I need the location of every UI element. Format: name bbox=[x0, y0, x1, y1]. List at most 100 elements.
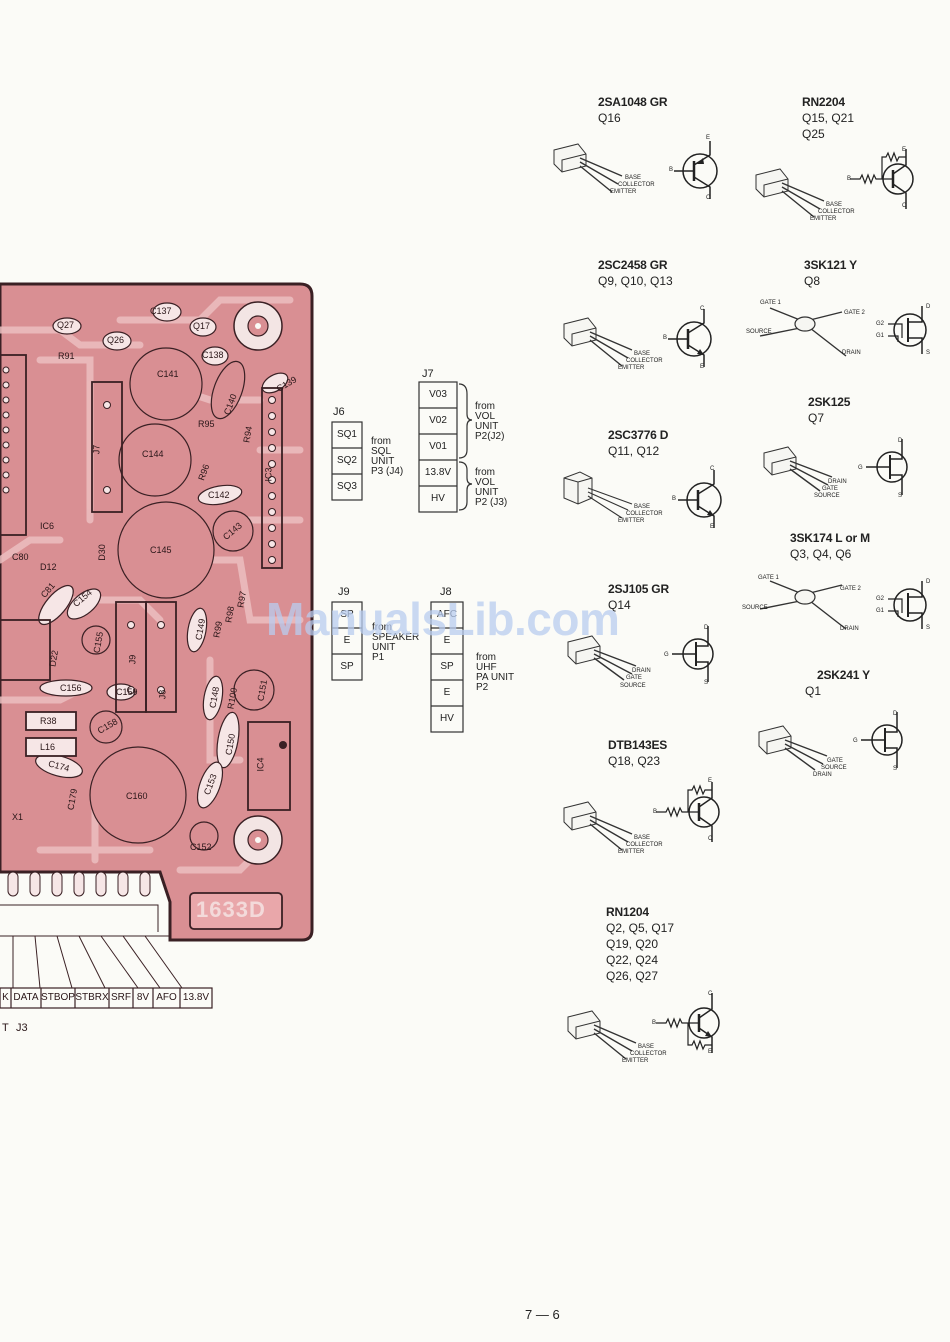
board-label: 1633D bbox=[196, 897, 266, 922]
pin-emitter: EMITTER bbox=[618, 849, 645, 855]
to92-package-icon bbox=[553, 143, 623, 193]
sym-s: S bbox=[926, 625, 931, 631]
j7-name: J7 bbox=[422, 368, 434, 380]
j7-note-line: from bbox=[475, 467, 495, 478]
part-name: 2SC3776 D bbox=[608, 428, 669, 442]
j7-note-line: VOL bbox=[475, 477, 496, 488]
part-refs: Q8 bbox=[804, 273, 820, 289]
jack-diagrams bbox=[331, 381, 473, 733]
j6-note-line: from bbox=[371, 436, 391, 447]
pin-base: BASE bbox=[638, 1044, 655, 1050]
pcb-labels: Q27 Q26 C137 Q17 R91 C138 C141 C140 C139… bbox=[0, 0, 320, 1035]
to92-package-icon bbox=[563, 471, 633, 519]
part-refs: Q16 bbox=[598, 110, 621, 126]
digital-pnp-symbol-icon bbox=[850, 149, 914, 209]
part-name: 3SK174 L or M bbox=[790, 531, 870, 545]
sym-b: B bbox=[847, 176, 852, 182]
j8-note-line: UHF bbox=[476, 662, 497, 673]
label-l16: L16 bbox=[40, 742, 56, 752]
part-name: 2SK241 Y bbox=[817, 668, 870, 682]
ref-line: Q1 bbox=[805, 684, 822, 698]
j8-pin-2: E bbox=[443, 635, 451, 646]
part-name: 2SA1048 GR bbox=[598, 95, 668, 109]
pin-source: SOURCE bbox=[742, 605, 768, 611]
j8-name: J8 bbox=[440, 586, 452, 598]
digital-npn-symbol-icon bbox=[656, 993, 720, 1053]
pin-emitter: EMITTER bbox=[618, 518, 645, 524]
j9-note: from SPEAKER UNIT P1 bbox=[372, 623, 419, 663]
j6-name: J6 bbox=[333, 406, 345, 418]
sym-e: E bbox=[708, 1049, 713, 1055]
j7-note-top: from VOL UNIT P2(J2) bbox=[475, 402, 504, 442]
part-refs: Q18, Q23 bbox=[608, 753, 660, 769]
ref-line: Q16 bbox=[598, 111, 621, 125]
part-refs: Q3, Q4, Q6 bbox=[790, 546, 851, 562]
j6-pin-3: SQ3 bbox=[336, 481, 357, 492]
pin-gate: GATE bbox=[626, 675, 642, 681]
label-c80: C80 bbox=[12, 552, 29, 562]
j8-pin-3: SP bbox=[440, 661, 454, 672]
sym-b: B bbox=[653, 809, 658, 815]
ref-line: Q9, Q10, Q13 bbox=[598, 274, 673, 288]
jfet-symbol-icon bbox=[861, 712, 903, 768]
j9-note-line: SPEAKER bbox=[372, 632, 420, 643]
sym-g1: G1 bbox=[876, 333, 885, 339]
pin-emitter: EMITTER bbox=[810, 216, 837, 222]
sym-c: C bbox=[902, 203, 907, 209]
label-c141: C141 bbox=[157, 369, 179, 379]
pin-base: BASE bbox=[634, 835, 651, 841]
part-refs: Q2, Q5, Q17 Q19, Q20 Q22, Q24 Q26, Q27 bbox=[606, 920, 674, 984]
pin-base: BASE bbox=[634, 351, 651, 357]
sym-d: D bbox=[926, 304, 931, 310]
pinout-2sc2458: 2SC2458 GR Q9, Q10, Q13 BASE COLLECTOR E… bbox=[560, 258, 750, 378]
pinout-rn2204: RN2204 Q15, Q21 Q25 BASE COLLECTOR EMITT… bbox=[752, 95, 942, 225]
sym-e: E bbox=[710, 524, 715, 530]
sym-s: S bbox=[704, 680, 709, 686]
part-name: DTB143ES bbox=[608, 738, 668, 752]
label-q17: Q17 bbox=[193, 321, 211, 331]
label-c137: C137 bbox=[150, 306, 172, 316]
j6-pin-2: SQ2 bbox=[336, 455, 357, 466]
sym-d: D bbox=[893, 711, 898, 717]
j7-note-line: UNIT bbox=[475, 421, 499, 432]
j8-pin-5: HV bbox=[440, 713, 454, 724]
pin-gate: GATE bbox=[827, 758, 843, 764]
sym-d: D bbox=[704, 625, 709, 631]
sym-c: C bbox=[700, 306, 705, 312]
ref-line: Q11, Q12 bbox=[608, 444, 660, 458]
pinout-2sk241: 2SK241 Y Q1 DRAIN GATE SOURCE G D S bbox=[755, 668, 940, 778]
part-refs: Q14 bbox=[608, 597, 631, 613]
to92-package-icon bbox=[567, 635, 637, 681]
j7-note-bottom: from VOL UNIT P2 (J3) bbox=[475, 468, 507, 508]
pin-collector: COLLECTOR bbox=[626, 842, 663, 848]
pin-emitter: EMITTER bbox=[618, 365, 645, 371]
pin-gate2: GATE 2 bbox=[844, 310, 865, 316]
pin-13-8v: 13.8V bbox=[182, 992, 210, 1003]
sym-s: S bbox=[926, 350, 931, 356]
j9-note-line: UNIT bbox=[372, 642, 396, 653]
j7-pin-3: V01 bbox=[429, 441, 447, 452]
pin-drain: DRAIN bbox=[828, 479, 847, 485]
connector-name-prefix: T bbox=[2, 1022, 9, 1034]
to92-package-icon bbox=[567, 1010, 637, 1060]
label-r91: R91 bbox=[58, 351, 75, 361]
label-c145: C145 bbox=[150, 545, 172, 555]
pin-source: SOURCE bbox=[746, 329, 772, 335]
sym-c: C bbox=[708, 991, 713, 997]
pin-drain: DRAIN bbox=[840, 626, 859, 632]
j7-note-line: from bbox=[475, 401, 495, 412]
part-name: 3SK121 Y bbox=[804, 258, 857, 272]
pin-source: SOURCE bbox=[814, 493, 840, 499]
sym-b: B bbox=[652, 1020, 657, 1026]
pin-drain: DRAIN bbox=[842, 350, 861, 356]
j9-note-line: P1 bbox=[372, 652, 385, 663]
mosfet-package-icon bbox=[759, 307, 847, 357]
sym-b: B bbox=[669, 167, 674, 173]
pinout-rn1204: RN1204 Q2, Q5, Q17 Q19, Q20 Q22, Q24 Q26… bbox=[560, 905, 750, 1070]
ref-line: Q18, Q23 bbox=[608, 754, 661, 768]
npn-symbol-icon bbox=[678, 470, 722, 528]
part-refs: Q15, Q21 Q25 bbox=[802, 110, 854, 142]
pin-stbop: STBOP bbox=[41, 992, 75, 1003]
part-refs: Q9, Q10, Q13 bbox=[598, 273, 673, 289]
digital-pnp-symbol-icon bbox=[656, 782, 720, 842]
